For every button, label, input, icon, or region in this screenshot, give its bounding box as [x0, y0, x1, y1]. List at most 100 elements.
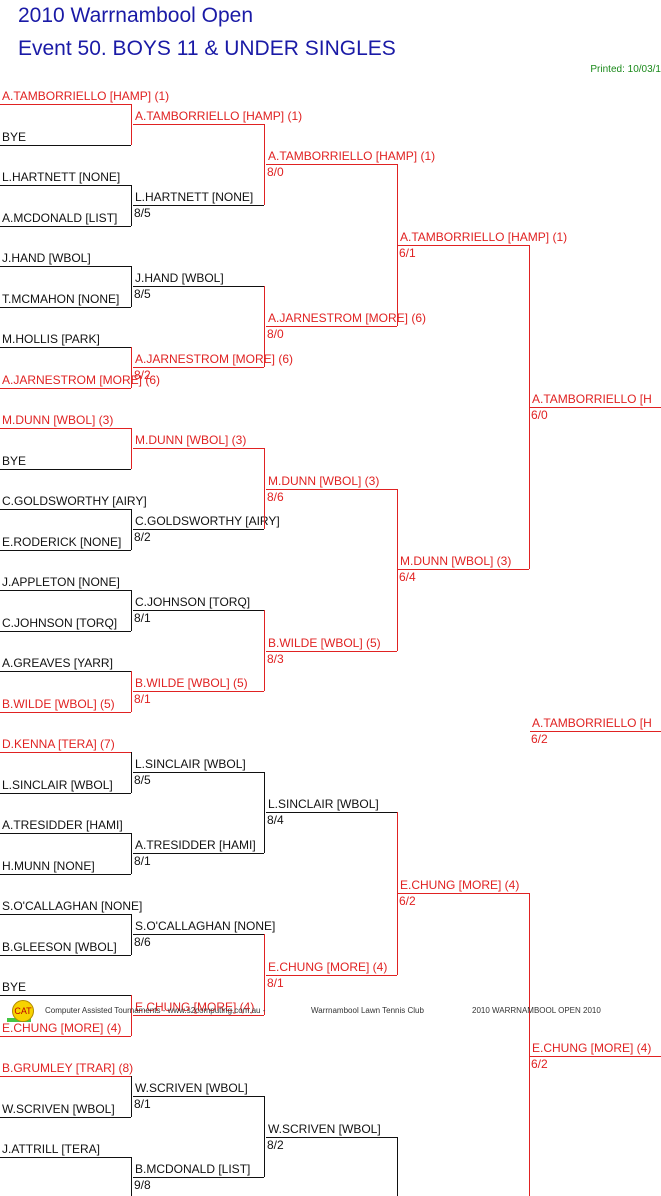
- bracket-line: [0, 428, 131, 429]
- bracket-connector: [264, 286, 265, 367]
- player-name: D.KENNA [TERA] (7): [2, 737, 115, 751]
- player-name: J.HAND [WBOL]: [135, 271, 224, 285]
- match-score: 8/5: [134, 287, 151, 301]
- bracket-connector: [397, 489, 398, 651]
- bracket-line: [266, 164, 397, 165]
- bracket-line: [266, 326, 397, 327]
- bracket-line: [530, 1056, 661, 1057]
- match-score: 8/1: [134, 854, 151, 868]
- bracket-line: [0, 955, 131, 956]
- bracket-connector: [131, 590, 132, 631]
- match-score: 9/8: [134, 1178, 151, 1192]
- match-score: 8/2: [267, 1138, 284, 1152]
- bracket-connector: [131, 266, 132, 307]
- player-name: L.HARTNETT [NONE]: [2, 170, 121, 184]
- match-score: 8/2: [134, 530, 151, 544]
- match-score: 8/2: [134, 368, 151, 382]
- bracket-line: [0, 712, 131, 713]
- match-score: 8/5: [134, 773, 151, 787]
- bracket-line: [0, 833, 131, 834]
- bracket-line: [530, 407, 661, 408]
- player-name: C.JOHNSON [TORQ]: [135, 595, 251, 609]
- match-score: 8/1: [134, 692, 151, 706]
- player-name: T.MCMAHON [NONE]: [2, 292, 120, 306]
- bracket-line: [0, 874, 131, 875]
- player-name: L.HARTNETT [NONE]: [135, 190, 254, 204]
- bracket-line: [0, 793, 131, 794]
- footer-club: Warrnambool Lawn Tennis Club: [311, 1006, 424, 1015]
- bracket-line: [266, 489, 397, 490]
- bracket-connector: [131, 995, 132, 1036]
- bracket-connector: [131, 185, 132, 226]
- bracket-line: [0, 388, 131, 389]
- bracket-connector: [529, 245, 530, 569]
- bracket-line: [0, 469, 131, 470]
- bracket-line: [398, 893, 529, 894]
- match-score: 8/4: [267, 813, 284, 827]
- player-name: A.JARNESTROM [MORE] (6): [2, 373, 161, 387]
- match-score: 8/0: [267, 327, 284, 341]
- bracket-line: [133, 934, 264, 935]
- bracket-line: [133, 286, 264, 287]
- footer-software: Computer Assisted Tournaments - www.s2co…: [45, 1006, 266, 1015]
- bracket-line: [0, 995, 131, 996]
- bracket-line: [133, 205, 264, 206]
- player-name: S.O'CALLAGHAN [NONE]: [135, 919, 276, 933]
- player-name: A.MCDONALD [LIST]: [2, 211, 118, 225]
- player-name: B.WILDE [WBOL] (5): [268, 636, 381, 650]
- player-name: B.WILDE [WBOL] (5): [135, 676, 248, 690]
- player-name: M.DUNN [WBOL] (3): [2, 413, 114, 427]
- bracket-line: [133, 772, 264, 773]
- bracket-connector: [131, 671, 132, 712]
- printed-date: Printed: 10/03/1: [590, 64, 661, 75]
- player-name: E.CHUNG [MORE] (4): [2, 1021, 122, 1035]
- footer: CAT Computer Assisted Tournaments - www.…: [0, 998, 661, 1024]
- player-name: A.JARNESTROM [MORE] (6): [268, 311, 427, 325]
- bracket-line: [0, 671, 131, 672]
- player-name: M.HOLLIS [PARK]: [2, 332, 100, 346]
- player-name: J.APPLETON [NONE]: [2, 575, 120, 589]
- bracket-line: [266, 1137, 397, 1138]
- bracket-line: [133, 853, 264, 854]
- player-name: B.GRUMLEY [TRAR] (8): [2, 1061, 134, 1075]
- match-score: 8/5: [134, 206, 151, 220]
- bracket-connector: [397, 812, 398, 975]
- bracket-line: [133, 367, 264, 368]
- bracket-connector: [529, 893, 530, 1196]
- match-score: 8/1: [134, 1097, 151, 1111]
- bracket-connector: [264, 934, 265, 1015]
- player-name: S.O'CALLAGHAN [NONE]: [2, 899, 143, 913]
- player-name: A.TAMBORRIELLO [H: [532, 716, 652, 730]
- player-name: C.GOLDSWORTHY [AIRY]: [2, 494, 147, 508]
- bracket-line: [0, 1036, 131, 1037]
- player-name: A.GREAVES [YARR]: [2, 656, 113, 670]
- match-score: 6/2: [531, 1057, 548, 1071]
- bracket-line: [133, 1015, 264, 1016]
- player-name: E.CHUNG [MORE] (4): [400, 878, 520, 892]
- bracket-connector: [264, 124, 265, 205]
- player-name: M.DUNN [WBOL] (3): [135, 433, 247, 447]
- player-name: J.ATTRILL [TERA]: [2, 1142, 101, 1156]
- bracket-line: [0, 590, 131, 591]
- player-name: W.SCRIVEN [WBOL]: [268, 1122, 381, 1136]
- player-name: E.CHUNG [MORE] (4): [135, 1000, 255, 1014]
- bracket-line: [0, 509, 131, 510]
- player-name: J.HAND [WBOL]: [2, 251, 91, 265]
- match-score: 8/0: [267, 165, 284, 179]
- player-name: E.CHUNG [MORE] (4): [268, 960, 388, 974]
- bracket-line: [0, 752, 131, 753]
- player-name: L.SINCLAIR [WBOL]: [268, 797, 379, 811]
- bracket-connector: [131, 1076, 132, 1117]
- bracket-line: [0, 145, 131, 146]
- player-name: A.TAMBORRIELLO [HAMP] (1): [268, 149, 436, 163]
- player-name: L.SINCLAIR [WBOL]: [135, 757, 246, 771]
- bracket-connector: [264, 610, 265, 691]
- bracket-line: [398, 569, 529, 570]
- bracket-connector: [397, 164, 398, 326]
- player-name: BYE: [2, 980, 27, 994]
- match-score: 6/4: [399, 570, 416, 584]
- bracket-line: [398, 245, 529, 246]
- bracket-line: [133, 529, 264, 530]
- page-title: 2010 Warrnambool Open: [18, 4, 254, 27]
- player-name: E.RODERICK [NONE]: [2, 535, 122, 549]
